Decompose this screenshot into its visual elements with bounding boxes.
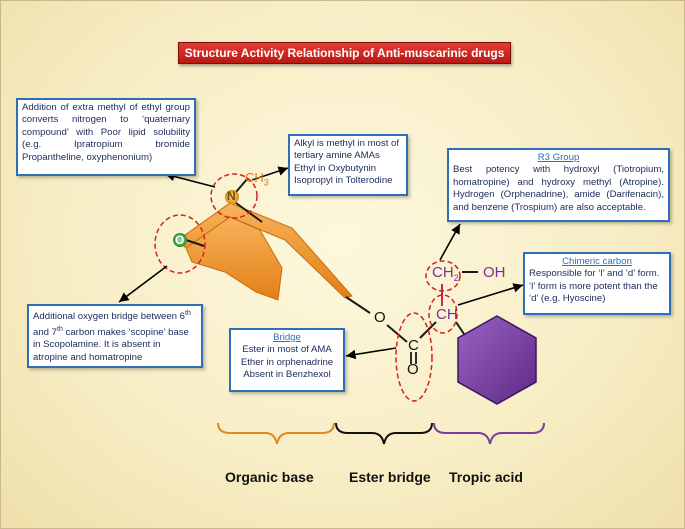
arrow-to-alkyl-box (251, 166, 289, 181)
brace-ester-bridge (335, 422, 433, 445)
ch2-text: CH (432, 264, 454, 281)
highlight-oxygen-bridge (154, 214, 206, 274)
quaternary-compound-box: Addition of extra methyl of ethyl group … (16, 98, 196, 176)
o-bridge-bond (185, 239, 205, 247)
c-ch-bond (419, 321, 437, 339)
quaternary-text: Addition of extra methyl of ethyl group … (22, 102, 190, 163)
ester-bridge-label: Ester bridge (349, 469, 431, 485)
n-bridge-bond (231, 199, 263, 223)
ch3-label: CH3 (245, 170, 269, 188)
nitrogen-ball (225, 190, 239, 204)
r3-heading: R3 Group (537, 152, 580, 163)
oxygen-sup-2: th (57, 325, 63, 333)
organic-base-label: Organic base (225, 469, 314, 485)
carbonyl-o-label: O (407, 361, 419, 378)
o-bridge-atom-label: O (175, 233, 185, 247)
page-title: Structure Activity Relationship of Anti-… (178, 42, 511, 64)
chimeric-heading: Chimeric carbon (562, 256, 632, 267)
highlight-ch2-group (425, 260, 461, 292)
alkyl-line-3: Ethyl in Oxybutynin (294, 162, 377, 174)
ch2-subscript: 2 (453, 273, 459, 283)
arrow-to-r3-box (439, 223, 461, 261)
oxygen-text-2: and 7 (33, 326, 58, 338)
oxygen-ball (173, 233, 187, 247)
n-methyl-bond (235, 177, 249, 193)
tropic-acid-label: Tropic acid (449, 469, 523, 485)
n-atom-label: N (227, 189, 236, 203)
carbon-label: C (408, 337, 419, 354)
r3-body: Best potency with hydroxyl (Tiotropium, … (453, 164, 664, 213)
arrow-to-bridge-box (345, 347, 397, 360)
bridge-line-1: Ester in most of AMA (242, 344, 332, 356)
ester-o-label: O (374, 309, 386, 326)
ch-label: CH (436, 306, 458, 323)
arrow-to-oxygen-box (118, 265, 168, 303)
bridge-line-2: Ether in orphenadrine (240, 356, 334, 368)
oxygen-text-1: Additional oxygen bridge between 6 (33, 311, 186, 323)
highlight-circles (154, 173, 461, 402)
alkyl-line-2: tertiary amine AMAs (294, 150, 380, 162)
brace-tropic-acid (433, 422, 545, 445)
highlight-chimeric-carbon (428, 294, 458, 334)
oxygen-sup-1: th (185, 310, 191, 317)
brace-organic-base (217, 422, 335, 445)
alkyl-line-1: Alkyl is methyl in most of (294, 138, 400, 149)
arrow-to-chimeric-box (457, 283, 524, 306)
ch3-subscript: 3 (263, 177, 269, 188)
alkyl-group-box: Alkyl is methyl in most of tertiary amin… (288, 134, 408, 196)
oxygen-bridge-box: Additional oxygen bridge between 6th and… (27, 304, 203, 368)
oxygen-text-3: carbon makes ‘scopine’ base in Scopolami… (33, 326, 189, 363)
bridge-line-3: Absent in Benzhexol (243, 369, 331, 381)
benzene-ring (457, 315, 537, 405)
tropane-ring-front (185, 216, 283, 301)
alkyl-line-4: Isopropyl in Tolterodine (294, 175, 393, 187)
r3-group-box: R3 Group Best potency with hydroxyl (Tio… (447, 148, 670, 222)
highlight-n-group (210, 173, 258, 219)
ch2-label: CH2 (432, 264, 459, 283)
bridge-box: Bridge Ester in most of AMA Ether in orp… (229, 328, 345, 392)
pointer-arrows (118, 166, 524, 360)
chimeric-body: Responsible for ‘l’ and ‘d’ form. ‘l’ fo… (529, 268, 660, 305)
ch3-text: CH (245, 170, 264, 185)
oh-label: OH (483, 264, 506, 281)
bridge-heading: Bridge (273, 332, 301, 343)
highlight-ester-bridge (395, 312, 433, 402)
ring-to-ester-bond (345, 296, 371, 314)
ester-o-c-bond (386, 324, 408, 343)
chimeric-carbon-box: Chimeric carbon Responsible for ‘l’ and … (523, 252, 671, 315)
arrow-to-quaternary-box (164, 171, 216, 188)
